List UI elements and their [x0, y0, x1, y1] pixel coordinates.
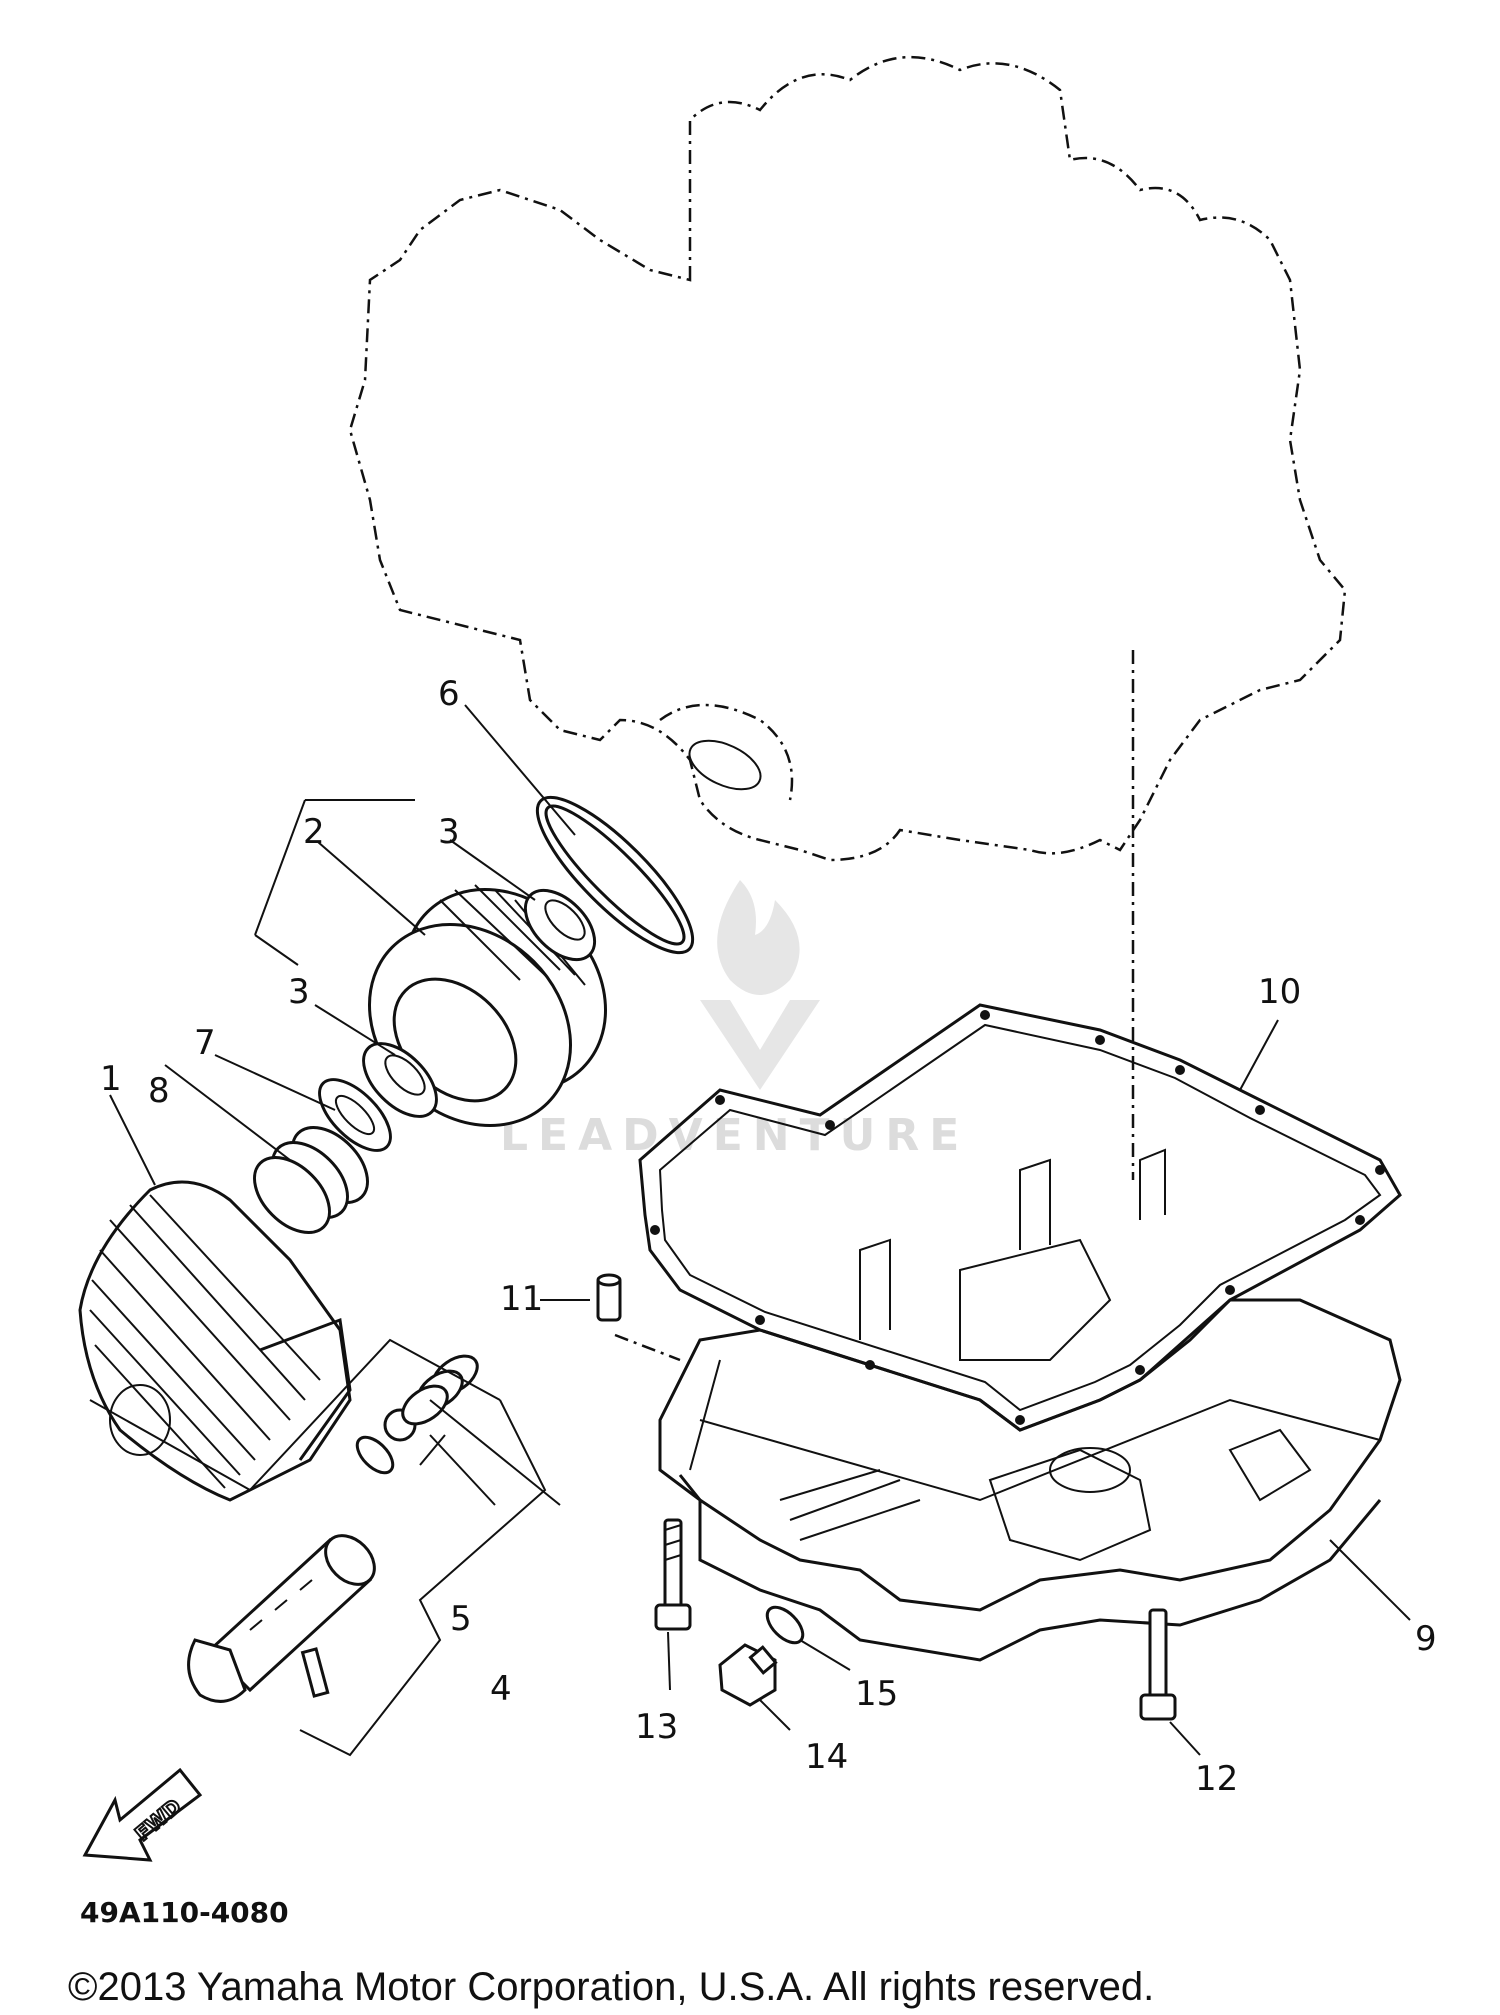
- callout-13: 13: [635, 1707, 678, 1747]
- oil-pan-part-9: [658, 1148, 1402, 1662]
- part-code: 49A110-4080: [80, 1896, 289, 1929]
- seal-part-3-lower: [362, 1042, 438, 1118]
- leader-lines: [109, 704, 1411, 1756]
- callout-6: 6: [438, 674, 460, 714]
- bracket-lines: [89, 799, 561, 1757]
- callout-14: 14: [805, 1737, 848, 1777]
- washer-part-7: [318, 1078, 392, 1152]
- o-ring-part-5: [355, 1435, 395, 1475]
- callout-10: 10: [1258, 972, 1301, 1012]
- engine-oil-outlet: [659, 703, 794, 801]
- callout-5: 5: [450, 1599, 472, 1639]
- callout-2: 2: [303, 812, 325, 852]
- callout-4: 4: [490, 1669, 512, 1709]
- callout-9: 9: [1415, 1619, 1437, 1659]
- bolt-part-13: [654, 1518, 692, 1631]
- callout-numbers: 6 2 3 3 7 8 1 10 11 9 5 4 13 14 15 12: [100, 674, 1437, 1799]
- callout-3-lower: 3: [288, 972, 310, 1012]
- watermark: LEADVENTURE: [500, 880, 969, 1161]
- callout-1: 1: [100, 1059, 122, 1099]
- o-ring-part-6: [535, 795, 695, 955]
- watermark-text: LEADVENTURE: [500, 1110, 969, 1161]
- engine-outline: [348, 55, 1347, 862]
- drain-plug-part-14: [718, 1643, 778, 1707]
- fwd-arrow-icon: FWD: [82, 1767, 203, 1862]
- pin-part-4: [300, 1647, 330, 1698]
- gasket-bolt-holes: [650, 1010, 1385, 1425]
- callout-3-upper: 3: [438, 812, 460, 852]
- callout-12: 12: [1195, 1759, 1238, 1799]
- dowel-part-11: [596, 1273, 622, 1322]
- oil-filter-part-1: [78, 1180, 352, 1502]
- spring-part-4: [401, 1354, 479, 1426]
- relief-bolt-part-4: [187, 1534, 376, 1703]
- bolt-part-12: [1139, 1608, 1177, 1721]
- callout-11: 11: [500, 1279, 543, 1319]
- seal-part-3-upper: [523, 888, 597, 962]
- callout-7: 7: [194, 1023, 216, 1063]
- callout-8: 8: [148, 1071, 170, 1111]
- callout-15: 15: [855, 1674, 898, 1714]
- copyright-notice: ©2013 Yamaha Motor Corporation, U.S.A. A…: [68, 1965, 1154, 2009]
- dowel-guide-line: [614, 1333, 681, 1362]
- spring-part-8: [253, 1126, 369, 1234]
